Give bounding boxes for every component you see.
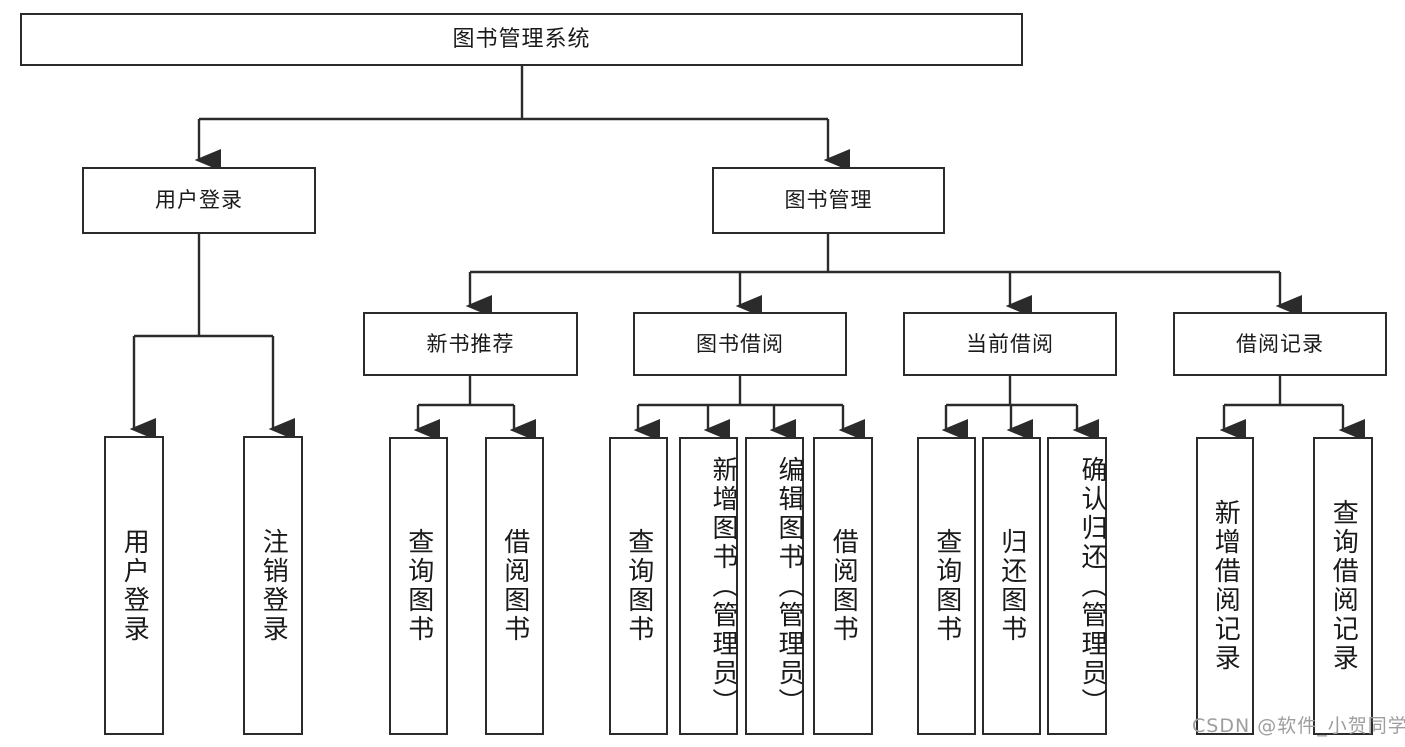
- node-leaf-logout[interactable]: 注销登录: [243, 436, 303, 735]
- node-leaf-confirm-return-admin[interactable]: 确认归还（管理员）: [1047, 437, 1107, 735]
- node-leaf-query-borrow-record[interactable]: 查询借阅记录: [1313, 437, 1373, 735]
- node-leaf-query-books-borrow[interactable]: 查询图书: [609, 437, 668, 735]
- node-leaf-add-borrow-record[interactable]: 新增借阅记录: [1196, 437, 1254, 735]
- node-leaf-add-book-admin[interactable]: 新增图书（管理员）: [679, 437, 738, 735]
- node-borrowing-records[interactable]: 借阅记录: [1173, 312, 1387, 376]
- node-leaf-borrow-books[interactable]: 借阅图书: [813, 437, 873, 735]
- node-leaf-borrow-books-recommend[interactable]: 借阅图书: [485, 437, 544, 735]
- csdn-watermark: CSDN @软件_小贺同学: [1192, 715, 1405, 737]
- node-leaf-user-login[interactable]: 用户登录: [104, 436, 164, 735]
- node-leaf-edit-book-admin[interactable]: 编辑图书（管理员）: [745, 437, 804, 735]
- node-leaf-query-books-current[interactable]: 查询图书: [917, 437, 976, 735]
- node-leaf-query-books-recommend[interactable]: 查询图书: [389, 437, 448, 735]
- node-book-management[interactable]: 图书管理: [712, 167, 945, 234]
- node-book-borrowing[interactable]: 图书借阅: [633, 312, 847, 376]
- node-root-book-management-system[interactable]: 图书管理系统: [20, 13, 1023, 66]
- node-leaf-return-books[interactable]: 归还图书: [982, 437, 1041, 735]
- node-new-book-recommendation[interactable]: 新书推荐: [363, 312, 578, 376]
- node-user-login[interactable]: 用户登录: [82, 167, 316, 234]
- node-current-borrowing[interactable]: 当前借阅: [903, 312, 1117, 376]
